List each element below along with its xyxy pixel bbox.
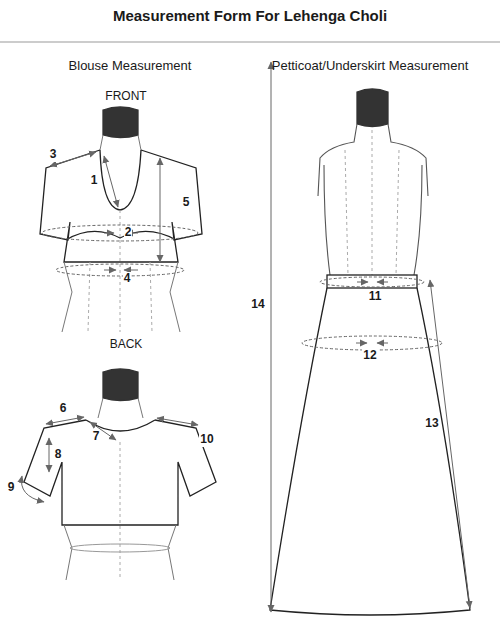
section-heading: Petticoat/Underskirt Measurement — [272, 59, 469, 73]
page-title: Measurement Form For Lehenga Choli — [113, 8, 387, 25]
callout-number: 3 — [49, 148, 58, 161]
callout-number: 13 — [424, 417, 439, 430]
back-blouse — [24, 369, 216, 580]
front-blouse — [40, 107, 202, 332]
callout-number: 8 — [54, 448, 63, 461]
callout-number: 11 — [368, 290, 383, 303]
section-heading: Blouse Measurement — [69, 59, 192, 73]
front-measure-lines — [42, 152, 198, 276]
back-measure-lines — [21, 417, 198, 502]
callout-number: 14 — [250, 298, 265, 311]
title-rule — [0, 42, 500, 43]
callout-number: 10 — [199, 433, 214, 446]
callout-number: 5 — [182, 196, 191, 209]
callout-number: 12 — [362, 349, 377, 362]
callout-number: 4 — [123, 272, 132, 285]
petticoat-figure — [270, 89, 470, 615]
callout-number: 7 — [92, 430, 101, 443]
callout-number: 2 — [124, 226, 133, 239]
callout-number: 6 — [59, 402, 68, 415]
callout-number: 1 — [90, 174, 99, 187]
petticoat-measure-lines — [271, 62, 470, 612]
callout-number: 9 — [7, 481, 16, 494]
section-heading: BACK — [110, 338, 143, 351]
section-heading: FRONT — [105, 90, 146, 103]
